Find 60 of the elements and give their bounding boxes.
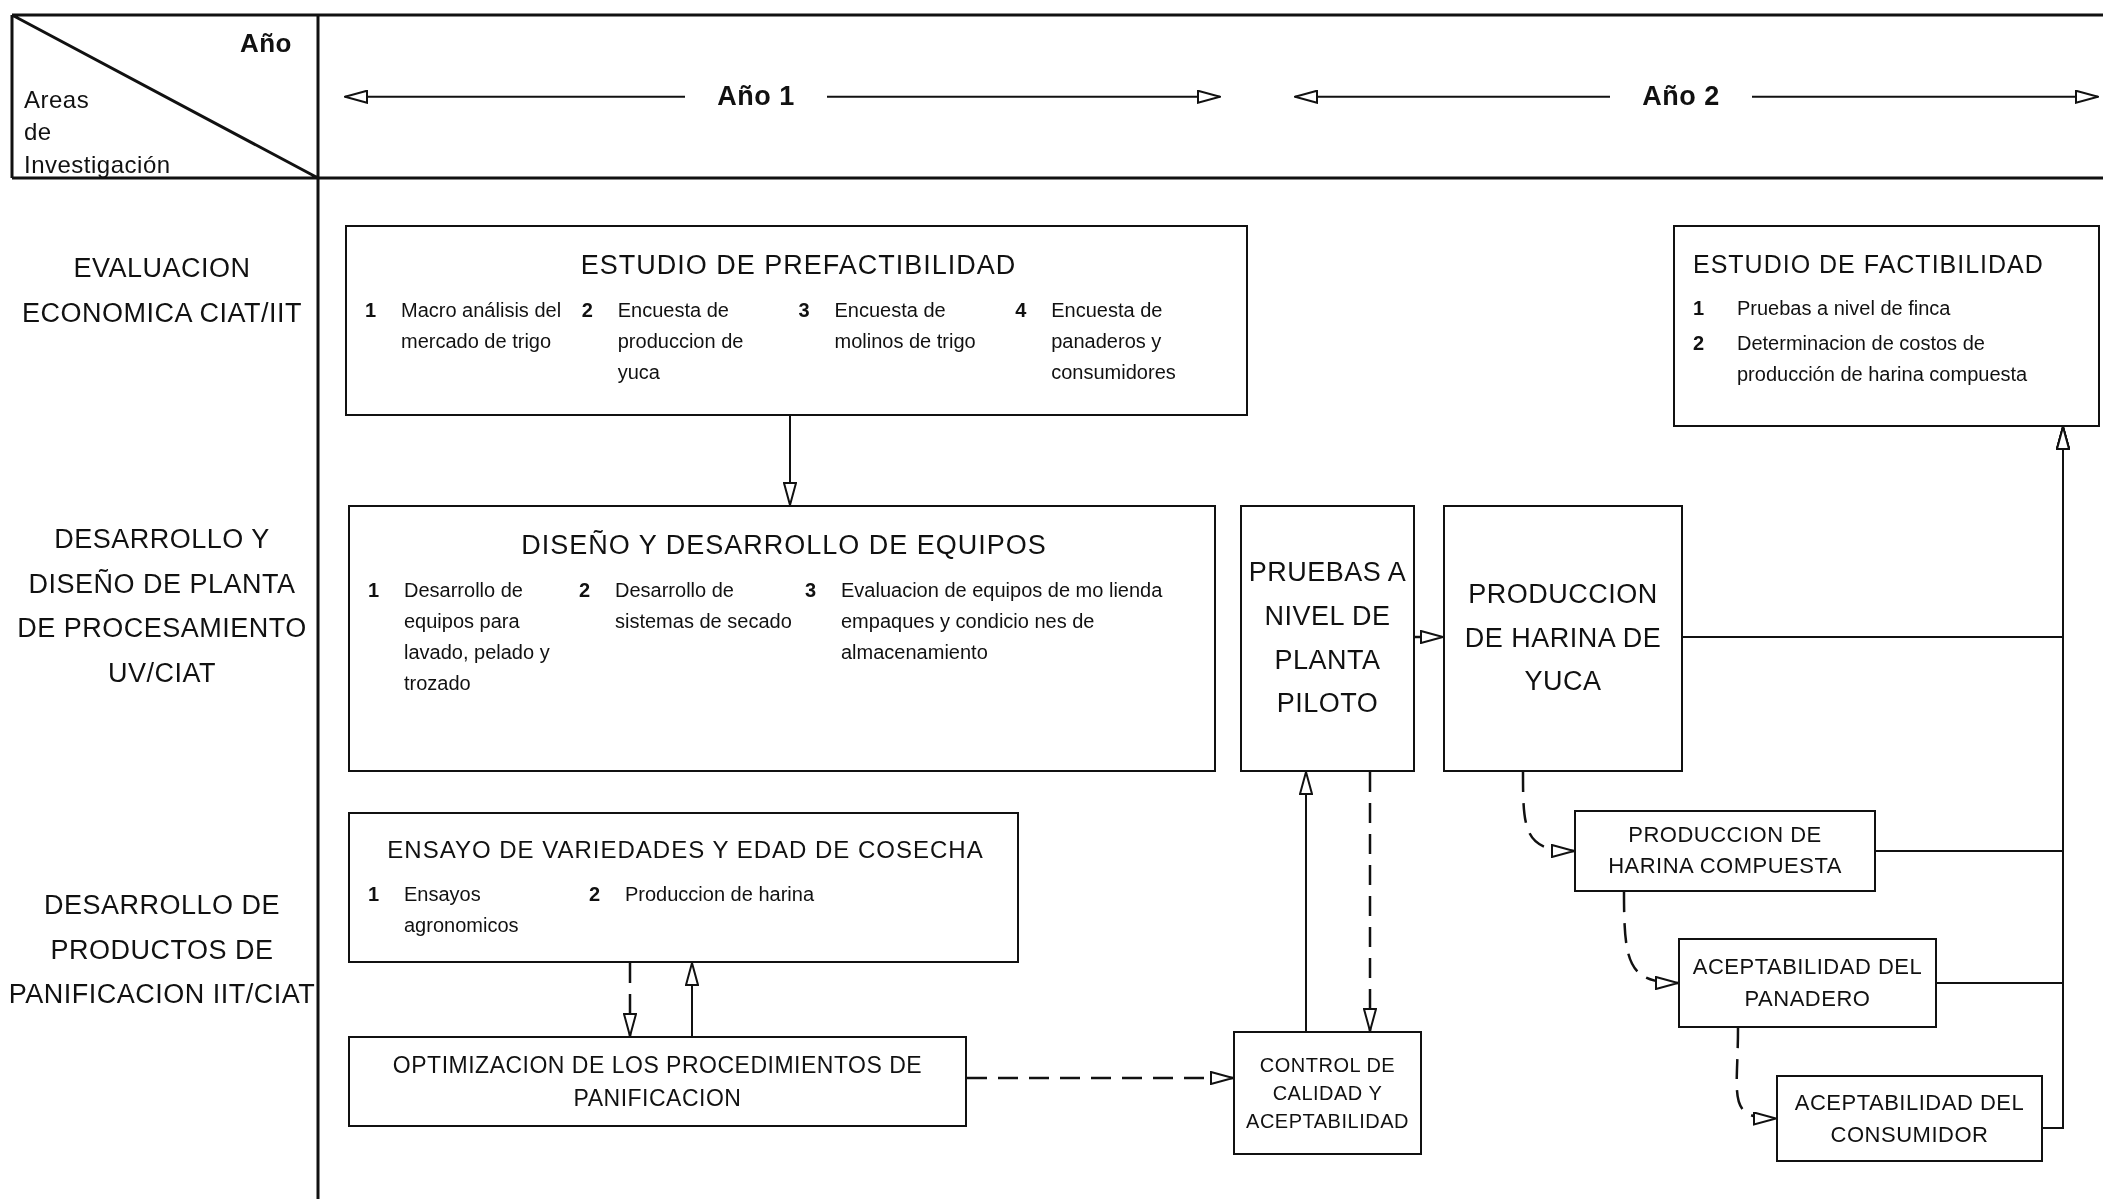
item-text: Produccion de harina <box>625 881 815 907</box>
box-text: PRODUCCION DE HARINA COMPUESTA <box>1607 821 1843 880</box>
item-text: Encuesta de produccion de yuca <box>617 298 745 386</box>
box-text: PRUEBAS A NIVEL DE PLANTA PILOTO <box>1248 556 1407 721</box>
item-text: Encuesta de molinos de trigo <box>834 298 977 355</box>
process-box <box>1574 810 1876 892</box>
item-number: 1 <box>1693 296 1706 321</box>
dashed-arrow <box>1415 630 1444 644</box>
process-box <box>1776 1075 2043 1162</box>
box-text: CONTROL DE CALIDAD Y ACEPTABILIDAD <box>1245 1053 1410 1134</box>
arrow <box>2042 426 2070 1129</box>
activity-box <box>348 505 1216 772</box>
process-box <box>348 1036 967 1127</box>
arrow <box>685 962 699 1037</box>
item-text: Evaluacion de equipos de mo lienda empaques y condicio nes de almacenamiento <box>841 578 1164 666</box>
box-heading: ESTUDIO DE PREFACTIBILIDAD <box>579 249 1018 282</box>
box-text: ACEPTABILIDAD DEL PANADERO <box>1691 953 1924 1013</box>
box-text: ACEPTABILIDAD DEL CONSUMIDOR <box>1793 1088 2026 1149</box>
item-text: Encuesta de panaderos y consumidores <box>1051 298 1177 386</box>
item-text: Desarrollo de sistemas de secado <box>615 578 793 635</box>
process-box <box>1240 505 1415 772</box>
item-text: Determinacion de costos de producción de harina compuesta <box>1737 331 2029 387</box>
item-text: Pruebas a nivel de finca <box>1737 296 1952 321</box>
dashed-arrow <box>623 963 637 1037</box>
arrow <box>783 415 797 506</box>
process-box <box>1233 1031 1422 1155</box>
item-number: 2 <box>1693 331 1706 356</box>
item-number: 2 <box>579 578 592 604</box>
box-text: PRODUCCION DE HARINA DE YUCA <box>1463 577 1663 699</box>
item-text: Desarrollo de equipos para lavado, pelado y trozado <box>404 578 551 697</box>
activity-box <box>348 812 1019 963</box>
dashed-arrow <box>1521 772 1575 858</box>
item-number: 1 <box>368 881 381 907</box>
arrow <box>1299 771 1313 1032</box>
box-heading: ESTUDIO DE FACTIBILIDAD <box>1693 249 2045 279</box>
item-number: 2 <box>581 298 594 324</box>
dashed-arrow <box>1622 892 1679 990</box>
item-number: 2 <box>589 881 602 907</box>
item-number: 4 <box>1015 298 1028 324</box>
dashed-arrow <box>967 1071 1234 1085</box>
process-box <box>1678 938 1937 1028</box>
box-text: OPTIMIZACION DE LOS PROCEDIMIENTOS DE PANIFICACION <box>391 1051 924 1113</box>
header-label: Areas de Investigación <box>24 85 172 180</box>
header-label: Año <box>238 28 292 60</box>
dashed-arrow <box>1735 1028 1777 1125</box>
row-label: DESARROLLO DE PRODUCTOS DE PANIFICACION IIT/CIAT <box>8 889 316 1012</box>
item-number: 1 <box>368 578 381 604</box>
dashed-arrow <box>1363 772 1377 1032</box>
item-text: Macro análisis del mercado de trigo <box>401 298 563 355</box>
item-number: 1 <box>365 298 378 324</box>
item-number: 3 <box>798 298 811 324</box>
activity-box <box>345 225 1248 416</box>
process-box <box>1443 505 1683 772</box>
row-label: DESARROLLO Y DISEÑO DE PLANTA DE PROCESAMIENTO UV/CIAT <box>16 523 308 690</box>
item-text: Ensayos agronomicos <box>404 881 520 938</box>
box-heading: DISEÑO Y DESARROLLO DE EQUIPOS <box>520 529 1048 562</box>
box-heading: ENSAYO DE VARIEDADES Y EDAD DE COSECHA <box>386 836 985 865</box>
row-label: EVALUACION ECONOMICA CIAT/IIT <box>21 252 303 330</box>
item-number: 3 <box>805 578 818 604</box>
activity-box <box>1673 225 2100 427</box>
